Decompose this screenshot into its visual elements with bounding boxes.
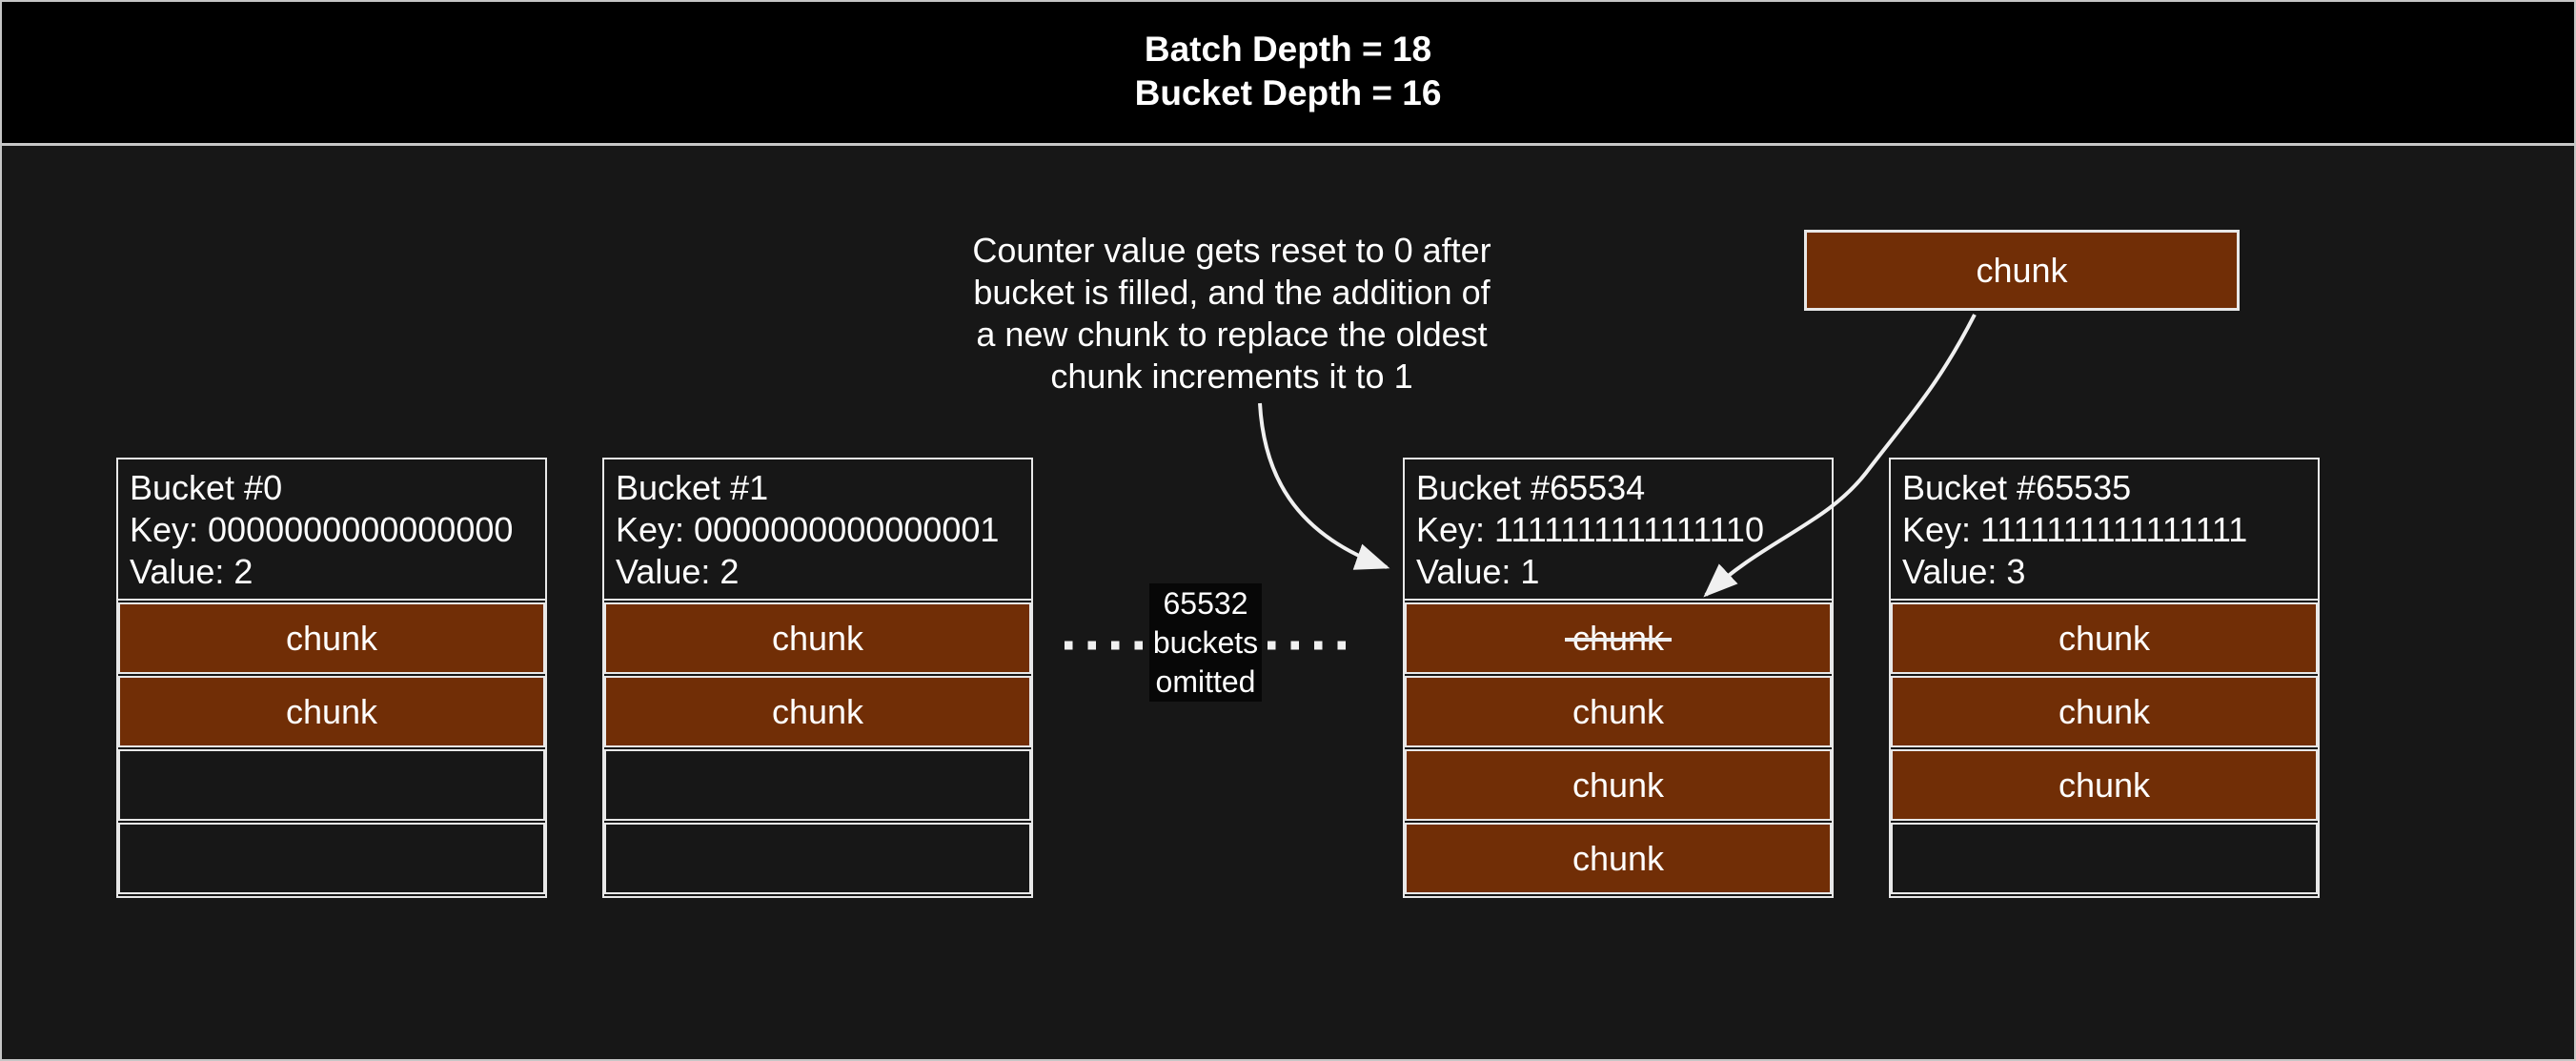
bucket-key: Key: 0000000000000001 xyxy=(616,510,1000,549)
chunk-label: chunk xyxy=(1572,765,1665,805)
omitted-line: 65532 xyxy=(1163,585,1248,621)
omitted-line: omitted xyxy=(1155,663,1256,699)
chunk-label: chunk xyxy=(285,691,378,731)
batch-depth-title: Batch Depth = 18 xyxy=(1144,30,1432,69)
omitted-line: buckets xyxy=(1152,624,1259,660)
bucket-title: Bucket #65535 xyxy=(1902,468,2132,507)
chunk-label: chunk xyxy=(1572,838,1665,878)
bucket-value: Value: 3 xyxy=(1902,552,2026,591)
title-banner: Batch Depth = 18 Bucket Depth = 16 xyxy=(0,0,2576,143)
bucket-header: Bucket #65535 Key: 1111111111111111 Valu… xyxy=(1891,459,2318,601)
banner-divider xyxy=(0,143,2576,146)
empty-slot xyxy=(604,749,1031,821)
bucket-1: Bucket #1 Key: 0000000000000001 Value: 2… xyxy=(602,458,1033,898)
chunk-slot: chunk xyxy=(1405,749,1832,821)
annotation-text: Counter value gets reset to 0 after buck… xyxy=(877,230,1587,398)
empty-slot xyxy=(604,823,1031,894)
bucket-header: Bucket #65534 Key: 1111111111111110 Valu… xyxy=(1405,459,1832,601)
chunk-label: chunk xyxy=(2058,691,2151,731)
chunk-slot-oldest: chunk xyxy=(1405,602,1832,674)
chunk-slot: chunk xyxy=(604,676,1031,747)
bucket-header: Bucket #1 Key: 0000000000000001 Value: 2 xyxy=(604,459,1031,601)
bucket-65534: Bucket #65534 Key: 1111111111111110 Valu… xyxy=(1403,458,1834,898)
chunk-slot: chunk xyxy=(1891,749,2318,821)
bucket-65535: Bucket #65535 Key: 1111111111111111 Valu… xyxy=(1889,458,2320,898)
annotation-line: Counter value gets reset to 0 after xyxy=(972,231,1491,270)
bucket-header: Bucket #0 Key: 0000000000000000 Value: 2 xyxy=(118,459,545,601)
empty-slot xyxy=(118,823,545,894)
chunk-label: chunk xyxy=(1572,691,1665,731)
bucket-key: Key: 1111111111111110 xyxy=(1416,510,1764,549)
annotation-line: chunk increments it to 1 xyxy=(1050,357,1413,396)
chunk-slot: chunk xyxy=(1405,823,1832,894)
floating-chunk-label: chunk xyxy=(1976,250,2068,290)
chunk-slot: chunk xyxy=(604,602,1031,674)
strikethrough-line xyxy=(1565,637,1672,642)
bucket-title: Bucket #0 xyxy=(130,468,283,507)
empty-slot xyxy=(118,749,545,821)
annotation-line: bucket is filled, and the addition of xyxy=(973,273,1491,312)
chunk-label: chunk xyxy=(2058,765,2151,805)
bucket-0: Bucket #0 Key: 0000000000000000 Value: 2… xyxy=(116,458,547,898)
chunk-label: chunk xyxy=(2058,618,2151,658)
chunk-label: chunk xyxy=(771,691,864,731)
chunk-slot: chunk xyxy=(1891,602,2318,674)
bucket-depth-title: Bucket Depth = 16 xyxy=(1134,73,1442,112)
chunk-slot: chunk xyxy=(1891,676,2318,747)
bucket-key: Key: 0000000000000000 xyxy=(130,510,514,549)
bucket-title: Bucket #65534 xyxy=(1416,468,1646,507)
chunk-slot: chunk xyxy=(1405,676,1832,747)
bucket-key: Key: 1111111111111111 xyxy=(1902,510,2248,549)
bucket-value: Value: 2 xyxy=(616,552,740,591)
chunk-label: chunk xyxy=(771,618,864,658)
bucket-value: Value: 2 xyxy=(130,552,254,591)
chunk-slot: chunk xyxy=(118,602,545,674)
empty-slot xyxy=(1891,823,2318,894)
omitted-buckets-label: 65532 buckets omitted xyxy=(1149,583,1262,702)
bucket-value: Value: 1 xyxy=(1416,552,1540,591)
floating-chunk: chunk xyxy=(1804,230,2240,311)
bucket-title: Bucket #1 xyxy=(616,468,769,507)
annotation-line: a new chunk to replace the oldest xyxy=(976,315,1488,354)
chunk-label: chunk xyxy=(285,618,378,658)
chunk-slot: chunk xyxy=(118,676,545,747)
